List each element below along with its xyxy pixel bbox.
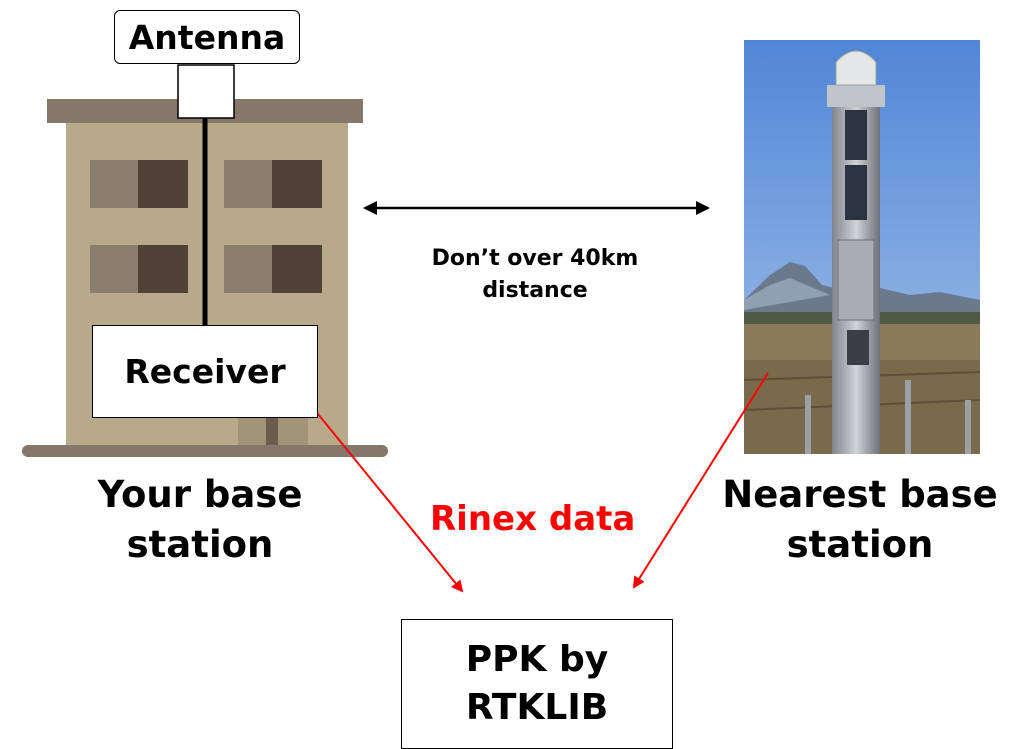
- station-dome: [835, 50, 877, 86]
- receiver-to-ppk-arrow: [295, 386, 464, 593]
- antenna-mount: [177, 64, 235, 119]
- building-illustration: [22, 64, 388, 457]
- building-base: [22, 445, 388, 457]
- antenna-label: Antenna: [114, 10, 300, 64]
- your-base-station-caption: Your base station: [97, 473, 303, 566]
- distance-note: Don’t over 40km distance: [431, 246, 639, 303]
- receiver-label: Receiver: [92, 325, 318, 418]
- nearest-base-station-photo: [743, 40, 981, 454]
- rinex-data-label: Rinex data: [430, 499, 636, 539]
- station-to-ppk-arrow: [632, 372, 769, 589]
- ppk-rtklib-box: PPK by RTKLIB: [401, 619, 673, 749]
- nearest-base-station-caption: Nearest base station: [722, 473, 998, 566]
